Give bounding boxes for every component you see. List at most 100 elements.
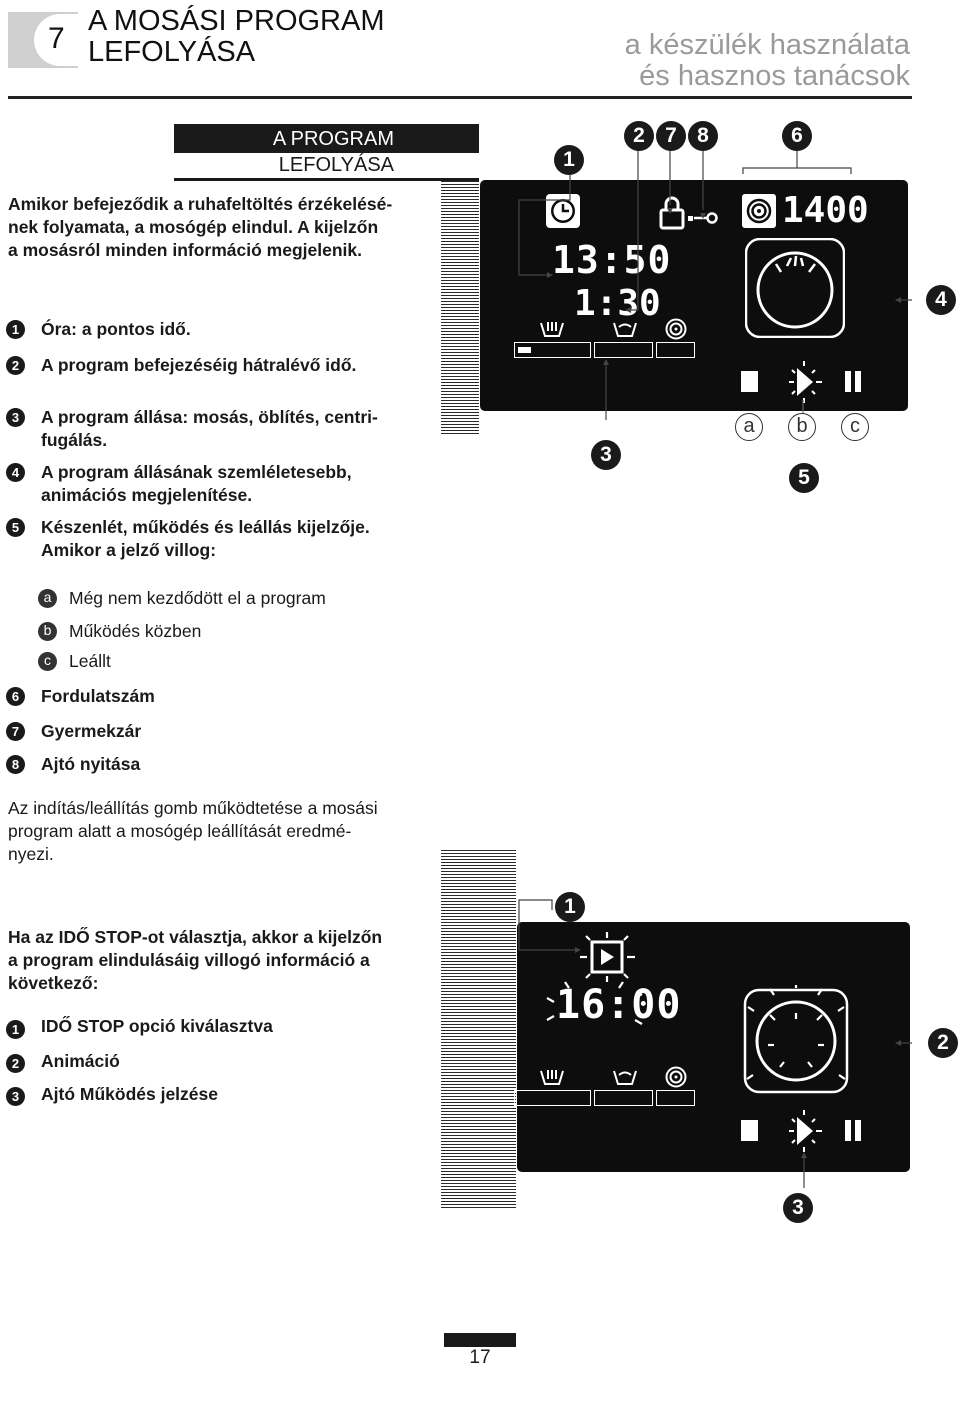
callout-number: 2	[928, 1028, 958, 1058]
page-subtitle-line2: és hasznos tanácsok	[639, 60, 910, 92]
legend-item-line: fugálás.	[41, 430, 108, 450]
stop-paragraph: Az indítás/leállítás gomb működtetése a …	[8, 797, 408, 866]
legend-sub-text: Még nem kezdődött el a program	[69, 588, 326, 608]
pause-icon	[845, 371, 851, 392]
stop-icon	[741, 1120, 758, 1141]
wash-phase-icon	[540, 322, 564, 337]
pause-icon-bar	[855, 371, 861, 392]
spin-phase-icon	[665, 318, 687, 340]
display-panel-timestop	[517, 922, 910, 1172]
timestop-number: 1	[6, 1020, 25, 1039]
page-number-bar	[444, 1333, 516, 1347]
rinse-progress-bar	[594, 342, 653, 358]
chapter-tab-cutout	[34, 14, 94, 66]
wash-progress-bar	[514, 1090, 591, 1106]
page-title-line1: A MOSÁSI PROGRAM	[88, 5, 385, 37]
stripe-decoration	[441, 181, 479, 436]
drum-animation-icon	[743, 985, 849, 1094]
section-title-line1: A PROGRAM	[272, 128, 394, 150]
intro-paragraph: Amikor befejeződik a ruhafeltöltés érzék…	[8, 193, 408, 262]
play-status-icon	[789, 361, 822, 403]
legend-number: 5	[6, 518, 25, 537]
remaining-time-readout: 1:30	[574, 283, 661, 324]
callout-number: 8	[688, 121, 718, 151]
spin-progress-bar	[656, 1090, 695, 1106]
legend-number: 7	[6, 722, 25, 741]
timestop-number: 2	[6, 1054, 25, 1073]
callout-number: 6	[782, 121, 812, 151]
page-number: 17	[469, 1347, 491, 1368]
legend-letter: b	[38, 622, 57, 641]
spin-speed-readout: 1400	[782, 190, 869, 231]
legend-number: 2	[6, 356, 25, 375]
legend-item-text: Óra: a pontos idő.	[41, 319, 191, 339]
legend-number: 6	[6, 687, 25, 706]
intro-line: a mosásról minden információ megjelenik.	[8, 240, 362, 260]
callout-number: 2	[624, 121, 654, 151]
spin-phase-icon	[665, 1066, 687, 1088]
legend-letter: c	[38, 652, 57, 671]
stop-line: program alatt a mosógép leállítását ered…	[8, 821, 352, 841]
timestop-line: Ha az IDŐ STOP-ot választja, akkor a kij…	[8, 927, 383, 947]
status-letter: b	[788, 413, 816, 441]
page-title-line2: LEFOLYÁSA	[88, 36, 256, 68]
callout-number: 3	[783, 1193, 813, 1223]
page-title: A MOSÁSI PROGRAM LEFOLYÁSA	[88, 6, 385, 68]
spin-icon	[742, 194, 776, 228]
callout-number: 1	[555, 892, 585, 922]
timestop-item-text: Animáció	[41, 1051, 120, 1071]
legend-item-text: Ajtó nyitása	[41, 754, 141, 774]
section-title-line2: LEFOLYÁSA	[278, 154, 394, 176]
timestop-item-text: IDŐ STOP opció kiválasztva	[41, 1016, 273, 1036]
legend-item-text: A program befejezéséig hátralévő idő.	[41, 355, 357, 375]
rinse-phase-icon	[613, 1070, 637, 1085]
wash-progress-bar	[514, 342, 591, 358]
callout-leaders-timestop	[518, 899, 912, 1188]
legend-sub-text: Leállt	[69, 651, 111, 671]
callout-number: 3	[591, 440, 621, 470]
legend-item-text: Fordulatszám	[41, 686, 155, 706]
rinse-progress-bar	[594, 1090, 653, 1106]
status-letter: c	[841, 413, 869, 441]
spin-progress-bar	[656, 342, 695, 358]
section-heading-bar	[174, 124, 479, 153]
stop-line: nyezi.	[8, 844, 54, 864]
legend-item-line: A program állása: mosás, öblítés, centri…	[41, 407, 378, 427]
legend-sub-text: Működés közben	[69, 621, 202, 641]
lock-key-icon	[659, 196, 718, 230]
callout-number: 4	[926, 285, 956, 315]
legend-item-text: A program állásának szemléletesebb, anim…	[41, 461, 406, 507]
status-letter: a	[735, 413, 763, 441]
timestop-play-icon	[580, 932, 635, 982]
pause-icon-bar	[855, 1120, 861, 1141]
header-divider	[8, 96, 912, 99]
legend-item-line: Készenlét, működés és leállás kijelzője.	[41, 517, 370, 537]
wash-phase-icon	[540, 1070, 564, 1085]
timestop-item-text: Ajtó Működés jelzése	[41, 1084, 218, 1104]
legend-item-line: animációs megjelenítése.	[41, 485, 253, 505]
callout-leaders	[518, 148, 912, 420]
legend-item-line: Amikor a jelző villog:	[41, 540, 217, 560]
intro-line: Amikor befejeződik a ruhafeltöltés érzék…	[8, 194, 393, 214]
legend-number: 3	[6, 408, 25, 427]
drum-animation-icon	[745, 238, 845, 338]
play-status-icon	[789, 1110, 822, 1152]
timestop-paragraph: Ha az IDŐ STOP-ot választja, akkor a kij…	[8, 926, 408, 995]
chapter-number: 7	[48, 22, 65, 55]
callout-number: 7	[656, 121, 686, 151]
legend-item-text: A program állása: mosás, öblítés, centri…	[41, 406, 406, 452]
page-subtitle-line1: a készülék használata	[624, 29, 910, 61]
intro-line: nek folyamata, a mosógép elindul. A kije…	[8, 217, 379, 237]
callout-number: 5	[789, 463, 819, 493]
legend-item-line: A program állásának szemléletesebb,	[41, 462, 352, 482]
clock-icon	[546, 194, 580, 228]
section-underline	[174, 178, 479, 181]
page-subtitle: a készülék használata és hasznos tanácso…	[625, 30, 910, 92]
legend-number: 8	[6, 755, 25, 774]
legend-item-text: Gyermekzár	[41, 721, 142, 741]
stop-line: Az indítás/leállítás gomb működtetése a …	[8, 798, 378, 818]
stop-icon	[741, 371, 758, 392]
timestop-line: a program elindulásáig villogó informáci…	[8, 950, 370, 970]
clock-readout: 13:50	[552, 238, 672, 282]
legend-number: 4	[6, 463, 25, 482]
